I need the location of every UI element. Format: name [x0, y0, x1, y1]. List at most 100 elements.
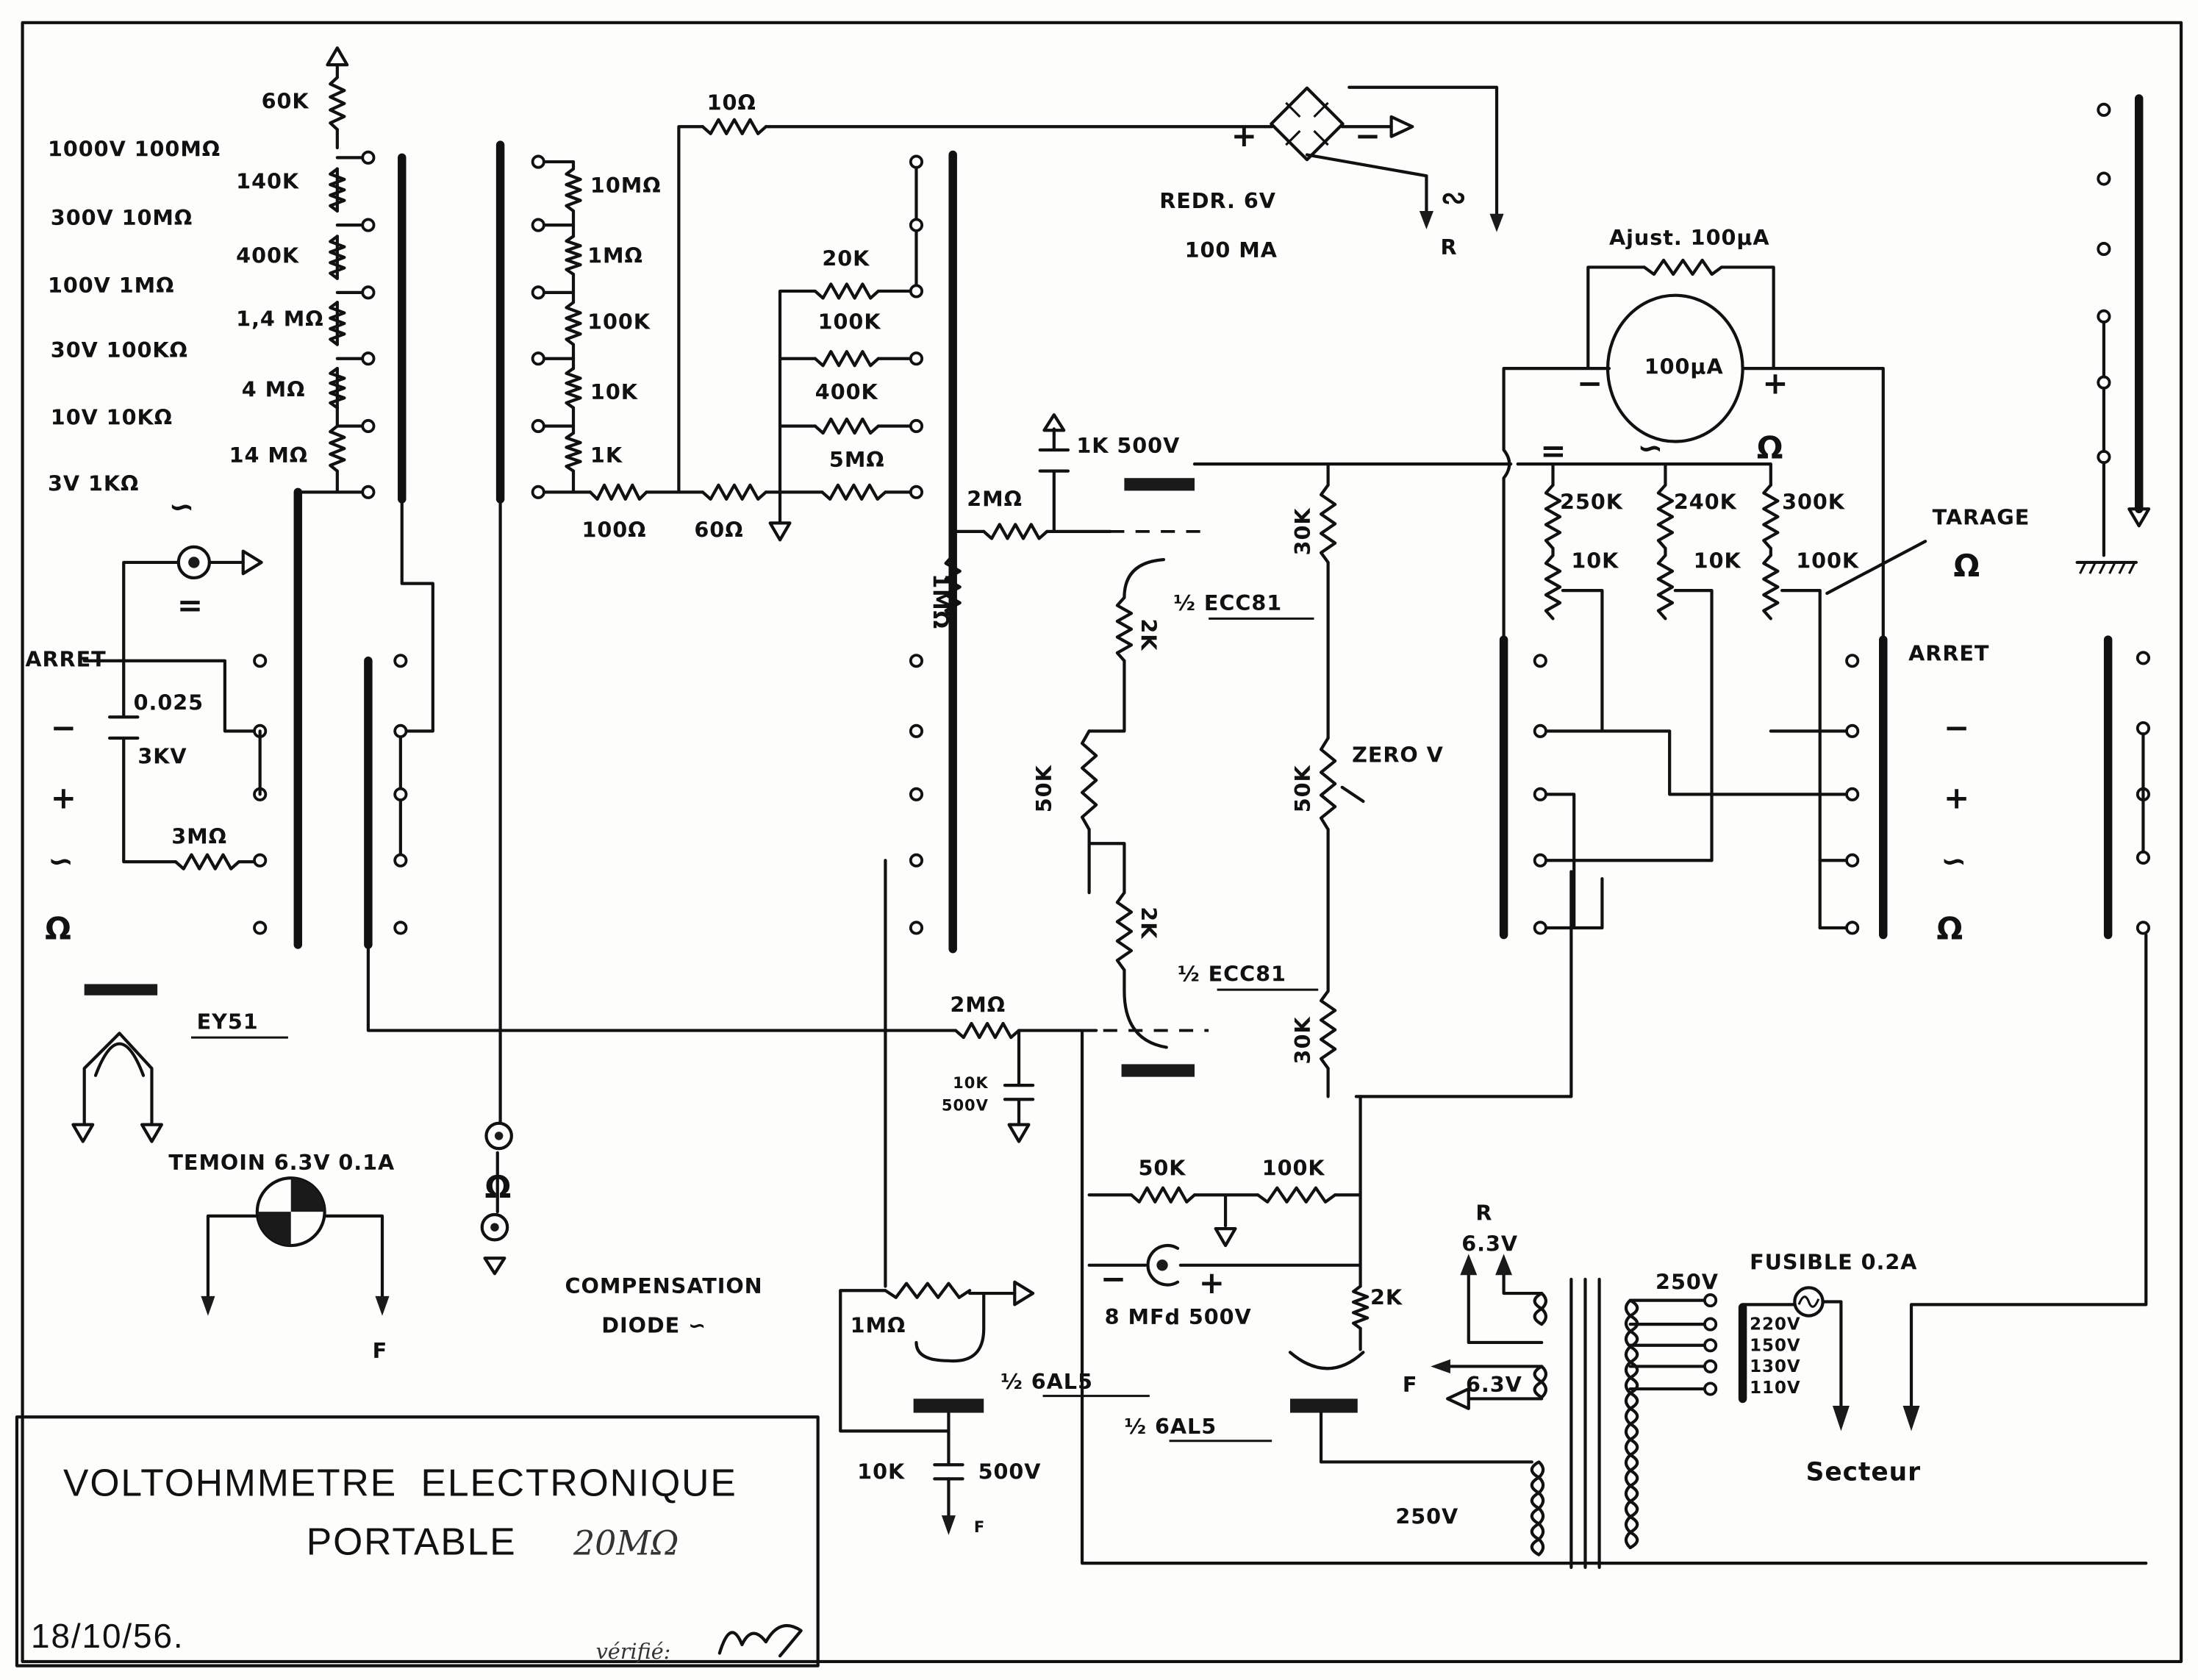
rectifier-plus: + — [1231, 118, 1257, 154]
input-section: ∽ = ARRET 0.025 3KV − + ∽ Ω 3MΩ — [25, 489, 263, 946]
resistor-100k — [813, 350, 880, 368]
resistor-1m — [944, 554, 962, 621]
ohm-divider: 10Ω 10MΩ 1MΩ 100K 10K 1K 100Ω 60Ω — [531, 90, 1267, 543]
resistor-label: 100K — [1262, 1155, 1326, 1180]
fuse-label: FUSIBLE 0.2A — [1750, 1250, 1917, 1275]
resistor-400k — [813, 417, 880, 435]
resistor-label: 50K — [1139, 1155, 1187, 1180]
ac-symbol: ∽ — [168, 489, 194, 525]
arrow-icon — [1013, 1280, 1035, 1307]
ohm-jack[interactable] — [480, 1212, 509, 1242]
ohm-jack[interactable] — [484, 1121, 513, 1151]
ohm-range-contacts[interactable] — [531, 154, 545, 499]
drawing-date: 18/10/56. — [31, 1617, 185, 1655]
resistor-300k — [1762, 483, 1780, 550]
ohm-jack-label: Ω — [485, 1169, 512, 1205]
range-label: 1000V 100MΩ — [48, 136, 221, 161]
resistor-label: 2MΩ — [950, 993, 1006, 1018]
resistor-label: 30K — [1290, 1016, 1315, 1065]
voltage-divider: 60K 140K 400K 1,4 MΩ 4 MΩ 14 MΩ 1000V 10… — [48, 46, 376, 499]
potentiometer-zero[interactable] — [1319, 736, 1337, 832]
switch-label: ∽ — [1941, 843, 1966, 879]
resistor-240k — [1656, 483, 1675, 550]
switch-label: + — [1944, 779, 1969, 815]
resistor-140k — [329, 167, 346, 213]
zero-label: ZERO V — [1352, 742, 1444, 767]
resistor-2k — [1351, 1284, 1370, 1330]
divider-label: 14 MΩ — [229, 443, 309, 468]
resistor-50k — [1080, 729, 1098, 832]
ground-icon — [140, 1123, 163, 1143]
tap-label: 110V — [1750, 1379, 1800, 1398]
supply-arrow-icon — [1042, 413, 1066, 432]
resistor-label: 250K — [1560, 489, 1624, 514]
range-label: 100V 1MΩ — [48, 273, 174, 298]
resistor-label: 20K — [822, 246, 870, 271]
resistor-1k — [565, 431, 582, 473]
tube-label: EY51 — [197, 1009, 259, 1034]
rectifier-minus: − — [1355, 118, 1381, 154]
resistor-2k — [1115, 596, 1134, 662]
function-symbol: ∽ — [1637, 429, 1663, 465]
resistor-3m — [173, 853, 241, 871]
divider-label: 60K — [262, 88, 310, 113]
ground-arrow-icon — [241, 549, 263, 576]
trim-pot-10k[interactable] — [1656, 554, 1675, 621]
ground-icon — [1007, 1123, 1031, 1143]
sheet-border — [21, 21, 2183, 1664]
function-switch-contacts-left[interactable] — [253, 654, 408, 935]
resistor-30k — [1319, 989, 1337, 1070]
handwritten-value: 20MΩ — [573, 1523, 679, 1563]
resistor-2m — [953, 1021, 1021, 1040]
hv-secondary-coil — [1530, 1460, 1545, 1556]
lamp-label: TEMOIN 6.3V 0.1A — [168, 1150, 395, 1175]
meter-plus: + — [1762, 365, 1788, 401]
rectifier-supply: R — [1441, 235, 1458, 260]
primary-label: 250V — [1655, 1269, 1719, 1294]
chassis-ground-icon — [2079, 562, 2136, 574]
cap-label: 500V — [942, 1096, 989, 1115]
trim-pot-100k[interactable] — [1762, 554, 1780, 621]
resistor-10m — [565, 167, 582, 213]
electrolytic-capacitor — [1146, 1244, 1180, 1287]
resistor-2m — [982, 523, 1049, 540]
pot-label: 10K — [1694, 548, 1742, 573]
arret-label: ARRET — [25, 646, 106, 671]
lamp-supply-label: F — [373, 1338, 388, 1363]
range-switch-contacts[interactable] — [361, 150, 376, 499]
meter-minus: − — [1577, 365, 1603, 401]
compensation-potentiometer[interactable] — [884, 1282, 972, 1299]
resistor-400k — [329, 235, 346, 280]
cap-plus: + — [1199, 1265, 1225, 1301]
resistor-100-ohm — [588, 483, 648, 501]
resistor-label: 2K — [1370, 1284, 1403, 1309]
title-line1: VOLTOHMMETRE ELECTRONIQUE — [63, 1461, 737, 1504]
range-label: 3V 1KΩ — [48, 471, 139, 496]
resistor-label: 2MΩ — [967, 486, 1023, 511]
dc-symbol: = — [177, 587, 203, 623]
current-shunts: 20K 100K 400K 5MΩ — [768, 154, 924, 935]
rectifier-label: REDR. 6V — [1159, 188, 1276, 213]
trim-pot-10k[interactable] — [1544, 554, 1562, 621]
ground-icon — [768, 521, 792, 542]
meter-label: 100µA — [1644, 354, 1724, 379]
resistor-30k — [1319, 483, 1337, 565]
tube-label: ½ ECC81 — [1173, 590, 1282, 615]
supply-label: F — [974, 1518, 985, 1536]
resistor-adjust[interactable] — [1642, 258, 1724, 276]
tap-label: 150V — [1750, 1336, 1800, 1355]
resistor-label: 300K — [1782, 489, 1846, 514]
tube-label: ½ ECC81 — [1178, 962, 1286, 987]
shunt-contacts[interactable] — [909, 154, 924, 935]
function-symbol: Ω — [1757, 429, 1783, 465]
meter-100ua — [1605, 293, 1744, 443]
divider-label: 1,4 MΩ — [236, 307, 323, 332]
tarage-label: TARAGE — [1933, 504, 2030, 529]
cap-label: 10K — [953, 1073, 988, 1092]
cap-label: 1K 500V — [1076, 433, 1180, 458]
pilot-lamp: TEMOIN 6.3V 0.1A F — [168, 1150, 395, 1363]
resistor-1m — [565, 235, 582, 276]
voltage-selector-taps[interactable] — [1703, 1293, 1718, 1396]
function-switch-contacts-right[interactable] — [1533, 102, 2150, 935]
